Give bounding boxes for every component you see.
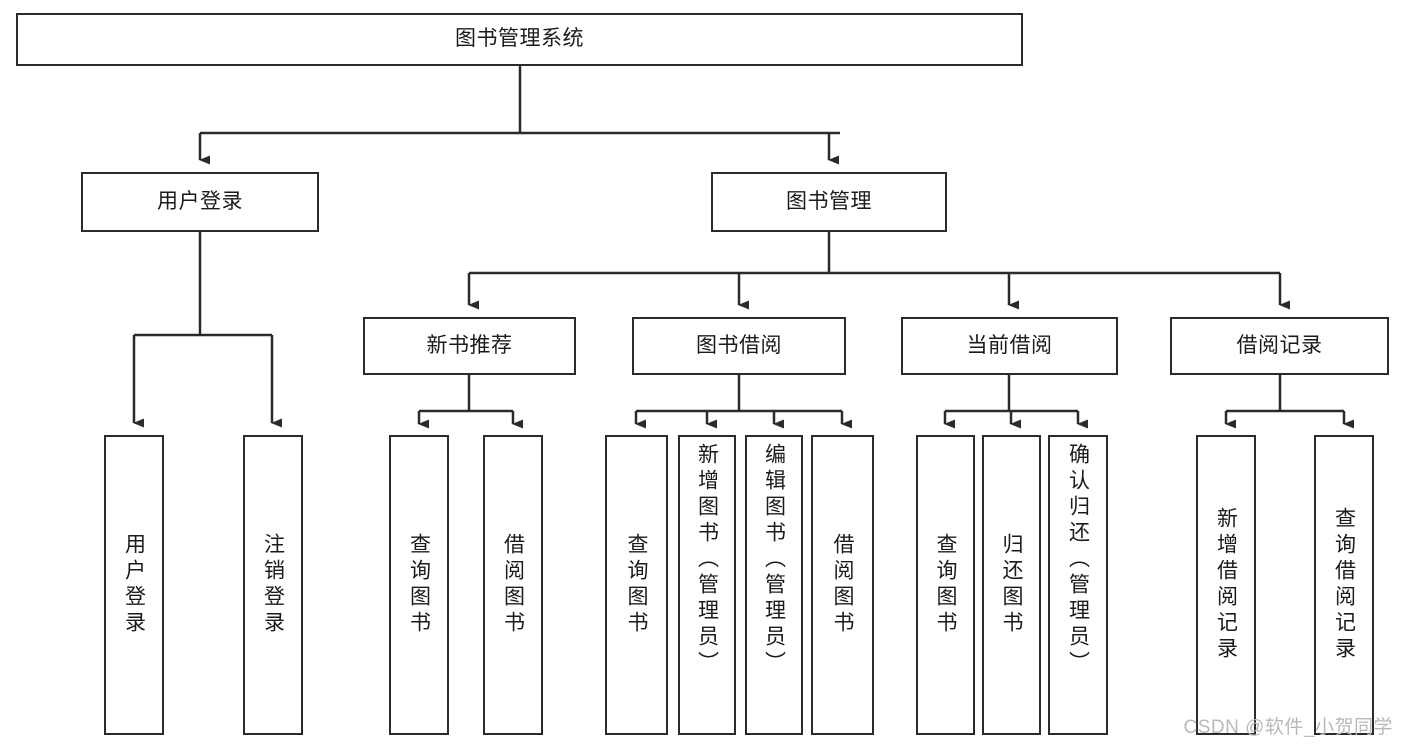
node-leaf-user-logout-label: 注销登录 [261,533,285,637]
node-leaf-borrow-book-1[interactable]: 借阅图书 [483,435,543,735]
node-user-login[interactable]: 用户登录 [81,172,319,232]
node-new-book-recommend-label: 新书推荐 [426,333,513,357]
node-leaf-add-book[interactable]: 新增图书（管理员） [678,435,736,735]
node-leaf-borrow-book-2[interactable]: 借阅图书 [811,435,874,735]
node-leaf-borrow-book-2-label: 借阅图书 [831,533,854,637]
watermark: CSDN @软件_小贺同学 [1183,717,1393,738]
node-leaf-borrow-book-1-label: 借阅图书 [501,533,525,637]
node-leaf-return-book[interactable]: 归还图书 [982,435,1041,735]
node-book-borrow[interactable]: 图书借阅 [632,317,846,375]
node-leaf-return-book-label: 归还图书 [1000,533,1023,637]
node-leaf-confirm-return[interactable]: 确认归还（管理员） [1048,435,1108,735]
node-leaf-add-borrow-record-label: 新增借阅记录 [1214,507,1238,663]
node-book-management[interactable]: 图书管理 [711,172,947,232]
node-leaf-user-logout[interactable]: 注销登录 [243,435,303,735]
node-leaf-query-borrow-record-label: 查询借阅记录 [1332,507,1356,663]
node-book-borrow-label: 图书借阅 [696,333,782,357]
node-leaf-user-login[interactable]: 用户登录 [104,435,164,735]
node-leaf-query-book-2-label: 查询图书 [625,533,648,637]
node-book-management-label: 图书管理 [786,189,872,213]
node-borrow-record[interactable]: 借阅记录 [1170,317,1389,375]
node-user-login-label: 用户登录 [157,189,243,213]
node-leaf-add-book-label: 新增图书（管理员） [695,443,719,677]
node-new-book-recommend[interactable]: 新书推荐 [363,317,576,375]
node-leaf-query-book-3[interactable]: 查询图书 [916,435,975,735]
node-leaf-query-book-1[interactable]: 查询图书 [389,435,449,735]
node-leaf-user-login-label: 用户登录 [122,533,146,637]
node-leaf-query-book-1-label: 查询图书 [407,533,431,637]
node-leaf-confirm-return-label: 确认归还（管理员） [1066,443,1090,677]
node-leaf-add-borrow-record[interactable]: 新增借阅记录 [1196,435,1256,735]
node-current-borrow-label: 当前借阅 [966,333,1053,357]
node-root-label: 图书管理系统 [455,27,584,51]
node-leaf-edit-book-label: 编辑图书（管理员） [762,443,786,677]
node-leaf-query-book-2[interactable]: 查询图书 [605,435,668,735]
node-leaf-edit-book[interactable]: 编辑图书（管理员） [745,435,803,735]
node-leaf-query-book-3-label: 查询图书 [934,533,957,637]
node-leaf-query-borrow-record[interactable]: 查询借阅记录 [1314,435,1374,735]
node-current-borrow[interactable]: 当前借阅 [901,317,1118,375]
node-root[interactable]: 图书管理系统 [16,13,1023,66]
node-borrow-record-label: 借阅记录 [1236,333,1323,357]
